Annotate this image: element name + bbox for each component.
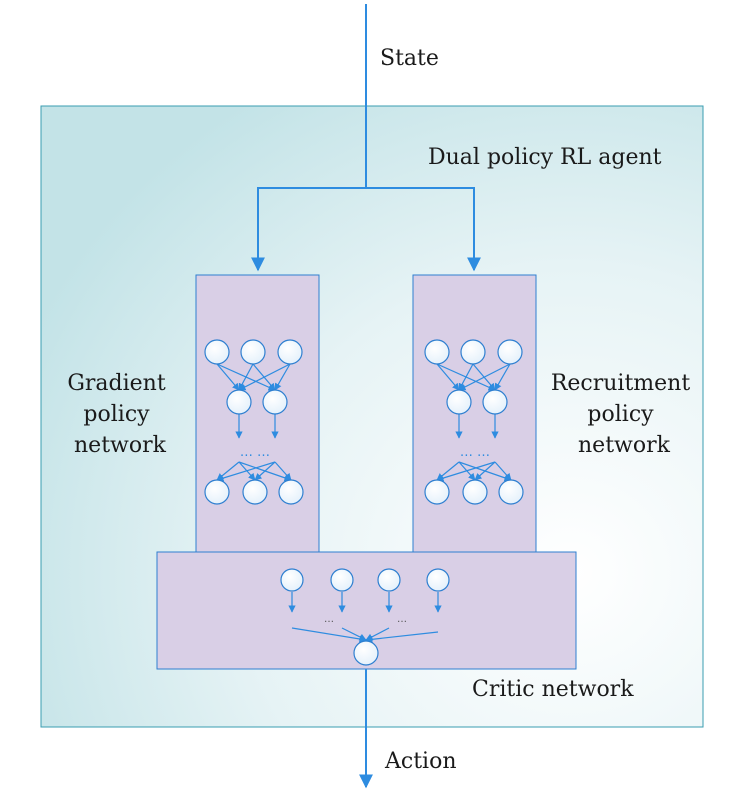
split-right-arrow xyxy=(366,187,481,272)
gradient-neuron xyxy=(277,339,303,365)
recruitment-ellipsis: … … xyxy=(460,445,490,460)
gradient-neuron xyxy=(278,479,304,505)
critic-ellipsis: … xyxy=(397,614,407,625)
recruitment-neuron xyxy=(460,339,486,365)
critic-neuron xyxy=(280,568,304,592)
recruitment-neuron xyxy=(446,389,472,415)
gradient-label-line-1: Gradient xyxy=(67,371,166,396)
recruitment-connection xyxy=(474,461,496,481)
critic-output-neuron xyxy=(353,640,379,666)
critic-ellipsis: … xyxy=(324,614,334,625)
gradient-ellipsis: … … xyxy=(240,445,270,460)
recruitment-connection xyxy=(494,363,511,391)
critic-connection xyxy=(291,627,367,643)
recruitment-connection xyxy=(436,363,460,391)
gradient-neuron xyxy=(262,389,288,415)
recruitment-neuron xyxy=(497,339,523,365)
gradient-neuron xyxy=(204,339,230,365)
action-label: Action xyxy=(384,749,457,774)
critic-neurons: …… xyxy=(280,568,450,666)
recruitment-label-line-1: Recruitment xyxy=(551,371,691,396)
recruitment-policy-neurons: … … xyxy=(424,339,524,505)
gradient-connection xyxy=(216,461,276,482)
recruitment-neuron xyxy=(424,479,450,505)
critic-connection xyxy=(341,627,367,641)
state-label: State xyxy=(380,46,439,71)
gradient-neuron xyxy=(240,339,266,365)
gradient-connection xyxy=(274,363,291,391)
gradient-neuron xyxy=(204,479,230,505)
gradient-connection xyxy=(216,363,240,391)
recruitment-neuron xyxy=(482,389,508,415)
gradient-connection xyxy=(238,363,291,391)
critic-neuron xyxy=(377,568,401,592)
agent-title: Dual policy RL agent xyxy=(428,145,662,170)
critic-connection xyxy=(365,631,439,643)
recruitment-connection xyxy=(458,363,511,391)
recruitment-label-line-3: network xyxy=(578,433,671,458)
gradient-connection xyxy=(274,461,292,481)
recruitment-label-line-2: policy xyxy=(587,402,654,427)
gradient-network-label: Gradient policy network xyxy=(67,371,172,458)
recruitment-connection xyxy=(436,461,496,482)
gradient-label-line-2: policy xyxy=(83,402,150,427)
gradient-neuron xyxy=(242,479,268,505)
recruitment-neuron xyxy=(424,339,450,365)
critic-network-label: Critic network xyxy=(472,677,634,702)
split-left-arrow xyxy=(251,187,366,272)
critic-neuron xyxy=(426,568,450,592)
recruitment-policy-network-box xyxy=(412,274,537,556)
gradient-policy-neurons: … … xyxy=(204,339,304,505)
gradient-neuron xyxy=(226,389,252,415)
critic-neuron xyxy=(330,568,354,592)
recruitment-neuron xyxy=(498,479,524,505)
recruitment-network-label: Recruitment policy network xyxy=(551,371,697,458)
recruitment-connection xyxy=(494,461,512,481)
recruitment-neuron xyxy=(462,479,488,505)
gradient-policy-network-box xyxy=(195,274,320,556)
gradient-label-line-3: network xyxy=(74,433,167,458)
gradient-connection xyxy=(254,461,276,481)
